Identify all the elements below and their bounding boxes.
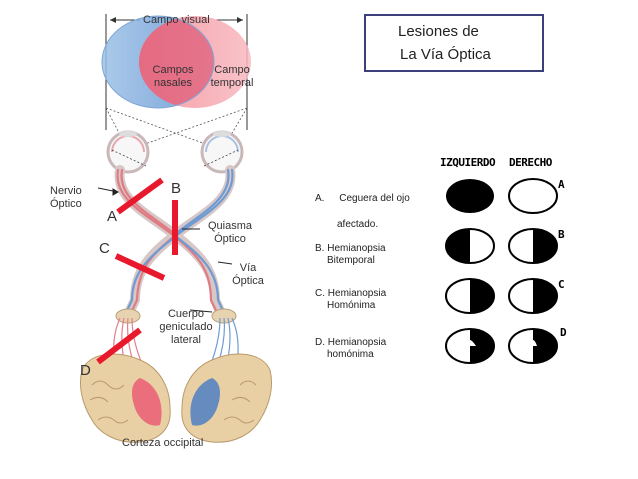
optic-tract-label: Vía Óptica xyxy=(228,262,268,288)
lesion-item-a-text: Ceguera del ojo xyxy=(339,193,410,204)
lesion-item-a: A. Ceguera del ojo xyxy=(315,193,410,205)
optic-chiasm-line-2: Óptico xyxy=(214,233,246,245)
nasal-fields-label: Campos nasales xyxy=(143,64,203,90)
temporal-field-label: Campo temporal xyxy=(205,64,259,90)
lesion-item-c-text: Hemianopsia xyxy=(327,288,387,299)
lesion-item-d: D. Hemianopsia homónima xyxy=(315,337,386,361)
lateral-geniculate-line-3: lateral xyxy=(171,334,201,346)
title-box: Lesiones de La Vía Óptica xyxy=(364,14,544,72)
field-row-label-a: A xyxy=(558,178,565,191)
header-left-eye: IZQUIERDO xyxy=(440,156,496,169)
lesion-item-a-letter: A. xyxy=(315,193,325,204)
optic-nerve-line-2: Óptico xyxy=(50,198,82,210)
optic-tract-line-2: Óptica xyxy=(232,275,264,287)
lesion-item-d-text2: homónima xyxy=(327,349,374,360)
header-right-eye: DERECHO xyxy=(509,156,552,169)
visual-field-figures xyxy=(445,178,558,364)
nasal-fields-line-2: nasales xyxy=(154,77,192,89)
lesion-item-c-text2: Homónima xyxy=(327,300,376,311)
lesion-item-d-letter: D. xyxy=(315,337,325,348)
field-row-b xyxy=(445,228,558,264)
lesion-item-b-letter: B. xyxy=(315,243,325,254)
lesion-item-a-text2: afectado. xyxy=(337,219,379,230)
optic-tract-line-1: Vía xyxy=(239,262,257,274)
lesion-item-d-text: Hemianopsia xyxy=(327,337,387,348)
right-eye xyxy=(200,130,244,174)
lesion-letter-c: C xyxy=(99,240,110,257)
lesion-letter-a: A xyxy=(107,208,118,225)
label-pointers xyxy=(97,187,233,313)
optic-chiasm-line-1: Quiasma xyxy=(207,220,253,232)
visual-field-label: Campo visual xyxy=(143,14,210,26)
title-line-2: La Vía Óptica xyxy=(400,46,491,63)
field-row-label-c: C xyxy=(558,278,565,291)
temporal-field-line-2: temporal xyxy=(210,77,254,89)
lesion-item-c: C. Hemianopsia Homónima xyxy=(315,288,386,312)
left-eye xyxy=(106,130,150,174)
temporal-field-line-1: Campo xyxy=(214,64,250,76)
lesion-item-c-letter: C. xyxy=(315,288,325,299)
lesion-item-b-text: Hemianopsia xyxy=(327,243,386,254)
occipital-cortex-label: Corteza occipital xyxy=(122,437,204,449)
nasal-fields-line-1: Campos xyxy=(152,64,194,76)
lateral-geniculate-line-1: Cuerpo xyxy=(167,308,205,320)
field-row-d xyxy=(445,328,558,364)
field-row-c xyxy=(445,278,558,314)
optic-nerve-line-1: Nervio xyxy=(50,185,82,197)
optic-nerve-label: Nervio Óptico xyxy=(50,185,82,211)
lesion-item-b: B. Hemianopsia Bitemporal xyxy=(315,243,386,267)
lesion-letter-d: D xyxy=(80,362,91,379)
lateral-geniculate-label: Cuerpo geniculado lateral xyxy=(150,308,222,347)
lesion-letter-b: B xyxy=(171,180,182,197)
lateral-geniculate-line-2: geniculado xyxy=(159,321,213,333)
occipital-cortex xyxy=(79,353,273,443)
lesion-bar-a xyxy=(116,177,164,215)
optic-chiasm-label: Quiasma Óptico xyxy=(204,220,256,246)
field-row-label-b: B xyxy=(558,228,565,241)
lesion-item-b-text2: Bitemporal xyxy=(327,255,375,266)
visual-field-circles xyxy=(101,15,251,109)
lesion-bars xyxy=(96,177,178,365)
lesion-bar-c xyxy=(114,253,166,281)
lateral-geniculate-bodies xyxy=(115,308,237,324)
title-line-1: Lesiones de xyxy=(398,23,479,40)
field-row-label-d: D xyxy=(560,326,567,339)
lesion-bar-d xyxy=(96,327,142,365)
field-row-a xyxy=(446,178,558,214)
